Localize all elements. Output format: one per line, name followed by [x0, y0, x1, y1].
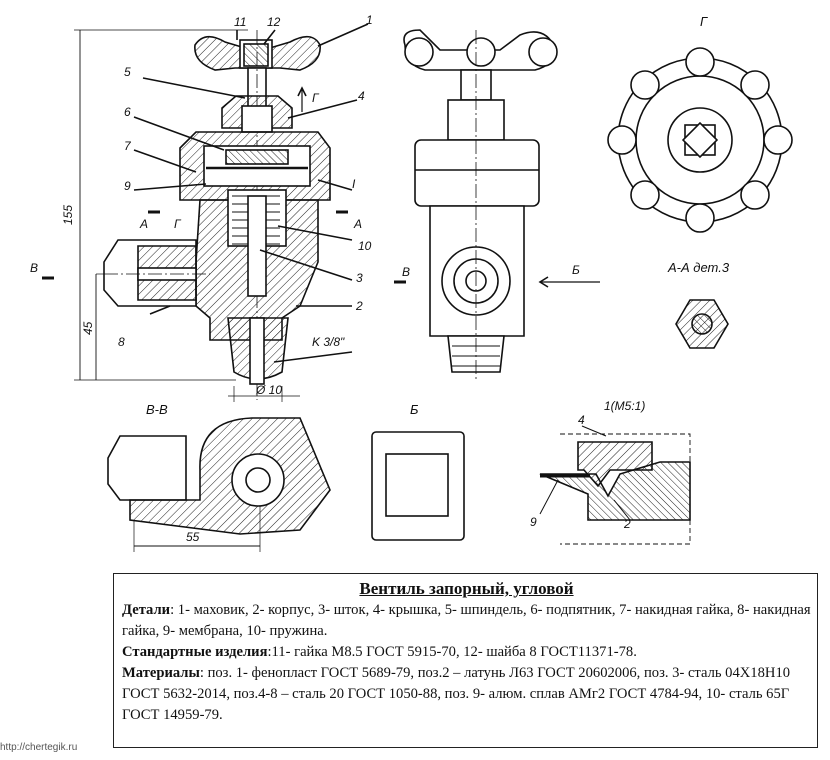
materials-label: Материалы — [122, 665, 200, 681]
label-5: 5 — [124, 65, 131, 79]
view-aa-title: А-А дет.3 — [667, 260, 730, 275]
label-V-right: В — [402, 265, 410, 279]
label-8: 8 — [118, 335, 125, 349]
label-6: 6 — [124, 105, 131, 119]
spec-standard: Стандартные изделия:11- гайка М8.5 ГОСТ … — [122, 642, 811, 663]
label-B-arrow: Б — [572, 263, 580, 277]
label-1: 1 — [366, 13, 373, 27]
dim-45: 45 — [81, 321, 95, 335]
label-7: 7 — [124, 139, 132, 153]
label-9: 9 — [124, 179, 131, 193]
detail-1-title: 1(M5:1) — [604, 399, 645, 413]
detail-label-9: 9 — [530, 515, 537, 529]
label-10: 10 — [358, 239, 372, 253]
label-2: 2 — [355, 299, 363, 313]
spec-details: Детали: 1- маховик, 2- корпус, 3- шток, … — [122, 600, 811, 642]
front-view — [394, 29, 600, 380]
detail-1 — [539, 425, 691, 545]
label-V-left: В — [30, 261, 38, 275]
dim-55: 55 — [186, 530, 200, 544]
section-aa — [675, 299, 729, 349]
label-A-right: A — [353, 217, 362, 231]
details-text: : 1- маховик, 2- корпус, 3- шток, 4- кры… — [122, 602, 811, 639]
label-11: 11 — [234, 15, 246, 29]
source-url: http://chertegik.ru — [0, 742, 78, 753]
detail-label-4: 4 — [578, 413, 585, 427]
label-I: I — [352, 177, 356, 191]
details-label: Детали — [122, 602, 171, 618]
view-b-title: Б — [410, 402, 419, 417]
view-b — [371, 431, 465, 541]
main-view-labels: 11 12 1 5 Г 4 6 7 9 I A Г A 10 3 2 В 8 K… — [30, 13, 373, 397]
label-thread: K 3/8" — [312, 335, 345, 349]
standard-text: :11- гайка М8.5 ГОСТ 5915-70, 12- шайба … — [267, 644, 637, 660]
label-4: 4 — [358, 89, 365, 103]
view-g-title: Г — [700, 14, 708, 29]
label-3: 3 — [356, 271, 363, 285]
label-d10: Ø 10 — [255, 383, 282, 397]
label-G-arrow: Г — [312, 91, 320, 105]
section-vv — [107, 417, 331, 552]
main-section-view — [42, 23, 369, 402]
view-g-handwheel-top — [607, 47, 793, 233]
specification-box: Вентиль запорный, угловой Детали: 1- мах… — [113, 573, 818, 748]
label-A-left: A — [139, 217, 148, 231]
label-G-left: Г — [174, 217, 182, 231]
dim-155: 155 — [61, 205, 75, 225]
technical-drawing: 11 12 1 5 Г 4 6 7 9 I A Г A 10 3 2 В 8 K… — [30, 13, 793, 552]
spec-title: Вентиль запорный, угловой — [359, 579, 574, 598]
materials-text: : поз. 1- фенопласт ГОСТ 5689-79, поз.2 … — [122, 665, 791, 723]
view-vv-title: В-В — [146, 402, 168, 417]
spec-materials: Материалы: поз. 1- фенопласт ГОСТ 5689-7… — [122, 663, 811, 726]
detail-label-2: 2 — [623, 517, 631, 531]
label-12: 12 — [267, 15, 281, 29]
standard-label: Стандартные изделия — [122, 644, 268, 660]
